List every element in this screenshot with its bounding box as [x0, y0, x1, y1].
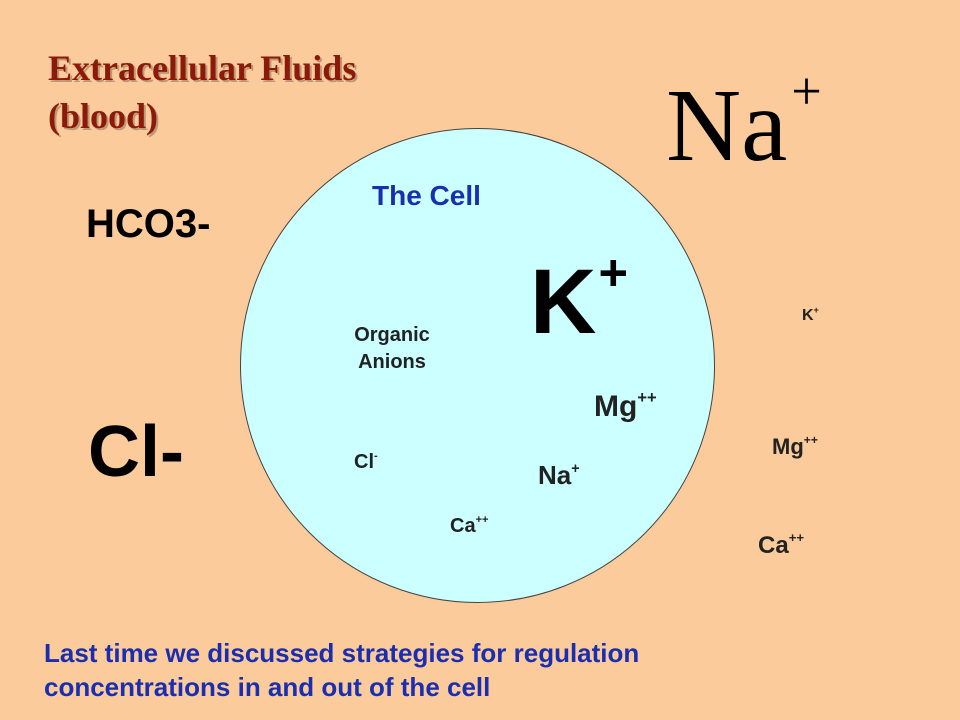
- ion-charge: +: [571, 460, 580, 477]
- ion-symbol: Na: [538, 460, 572, 490]
- footer-line-2: concentrations in and out of the cell: [44, 672, 491, 702]
- extracellular-na-ion: Na+: [666, 64, 822, 178]
- extracellular-k-ion: K+: [802, 304, 819, 324]
- footer-line-1: Last time we discussed strategies for re…: [44, 638, 640, 668]
- intracellular-mg-ion: Mg++: [594, 388, 657, 423]
- title-line-1: Extracellular Fluids: [48, 48, 357, 88]
- ion-symbol: K: [530, 251, 597, 353]
- footer-note: Last time we discussed strategies for re…: [44, 636, 944, 704]
- ion-charge: +: [813, 304, 819, 315]
- intracellular-organic-anions: Organic Anions: [340, 322, 444, 376]
- ion-symbol: K: [802, 307, 814, 324]
- intracellular-ca-ion: Ca++: [450, 514, 489, 537]
- ion-charge: ++: [475, 514, 489, 527]
- organic-anions-line-2: Anions: [358, 351, 426, 373]
- ion-charge: ++: [803, 433, 818, 448]
- ion-symbol: Ca: [450, 515, 476, 537]
- ion-charge: ++: [637, 388, 657, 407]
- intracellular-cl-ion: Cl-: [354, 450, 378, 473]
- ion-charge: +: [791, 60, 822, 121]
- extracellular-mg-ion: Mg++: [772, 433, 818, 459]
- intracellular-k-ion: K+: [530, 247, 628, 348]
- cell-label: The Cell: [372, 180, 481, 211]
- ion-symbol: Mg: [772, 434, 804, 459]
- extracellular-cl-ion: Cl-: [88, 412, 184, 492]
- ion-symbol: Cl: [354, 451, 374, 473]
- title-line-2: (blood): [48, 96, 159, 136]
- ion-charge: +: [598, 244, 628, 301]
- ion-charge: -: [374, 450, 378, 463]
- organic-anions-line-1: Organic: [354, 324, 430, 346]
- ion-symbol: Mg: [594, 390, 638, 423]
- ion-charge: ++: [788, 530, 805, 546]
- extracellular-ca-ion: Ca++: [758, 531, 804, 559]
- ion-symbol: Ca: [758, 532, 789, 559]
- cell-circle: [240, 128, 715, 603]
- ion-symbol: Na: [666, 68, 788, 183]
- intracellular-na-ion: Na+: [538, 460, 580, 490]
- extracellular-hco3-ion: HCO3-: [86, 202, 211, 246]
